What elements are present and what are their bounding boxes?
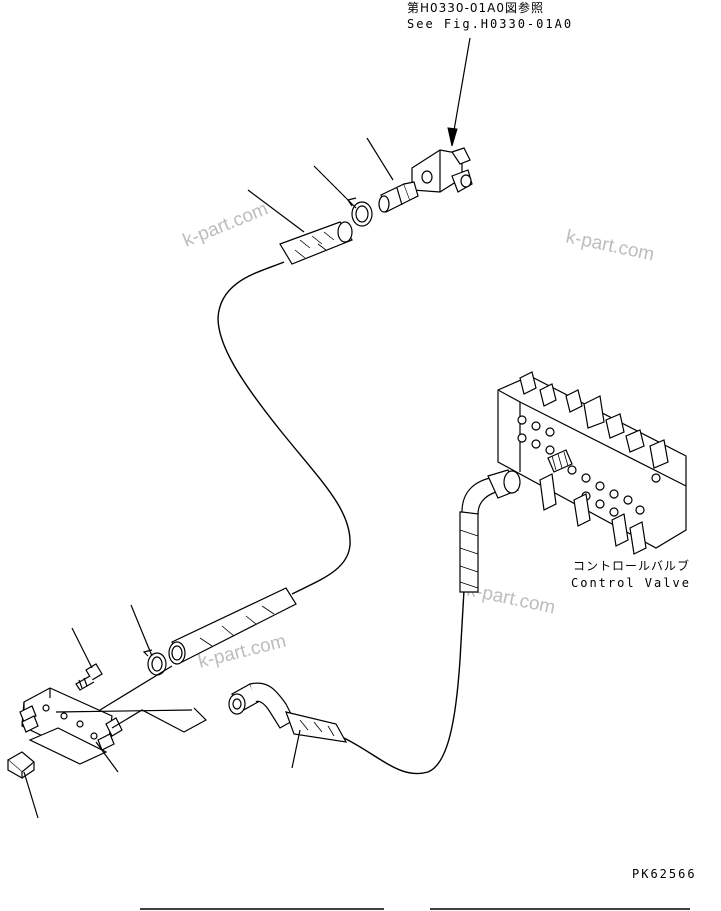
reference-label-jp: 第H0330-01A0図参照 bbox=[407, 0, 544, 15]
lower-hose-link bbox=[99, 665, 173, 711]
mounting-bolt bbox=[75, 663, 103, 691]
reference-arrow bbox=[447, 37, 471, 147]
lower-elbow-hose bbox=[228, 682, 348, 743]
manifold-block bbox=[19, 687, 123, 757]
tube-link bbox=[111, 707, 207, 733]
leader-top-hose bbox=[247, 189, 305, 233]
leader-top-nipple bbox=[366, 137, 394, 181]
leader-lower-hose bbox=[291, 729, 301, 769]
watermark-3: k-part.com bbox=[465, 579, 557, 618]
lower-hose-segment bbox=[168, 587, 297, 665]
watermark-2: k-part.com bbox=[564, 226, 656, 265]
mounting-plate bbox=[28, 727, 108, 765]
leader-plate bbox=[95, 741, 119, 773]
control-valve-label-jp: コントロールバルブ bbox=[573, 558, 690, 573]
top-hose-segment bbox=[279, 221, 353, 265]
leader-top-clamp bbox=[313, 165, 357, 209]
reference-label-en: See Fig.H0330-01A0 bbox=[407, 17, 573, 31]
plug bbox=[6, 751, 35, 780]
control-valve-label-en: Control Valve bbox=[571, 576, 691, 590]
leader-plug bbox=[23, 771, 39, 819]
watermark-1: k-part.com bbox=[180, 199, 271, 252]
control-valve bbox=[497, 371, 687, 555]
top-hose-clamp bbox=[347, 197, 373, 227]
valve-hose-segment bbox=[459, 469, 521, 593]
figure-code: PK62566 bbox=[632, 867, 697, 881]
top-elbow-fitting bbox=[411, 147, 473, 193]
main-hose-line bbox=[217, 261, 351, 595]
leader-block-port bbox=[55, 709, 193, 713]
leader-bolt bbox=[71, 627, 93, 669]
top-nipple bbox=[378, 181, 419, 213]
valve-hose-line bbox=[343, 589, 465, 775]
leader-lower-clamp bbox=[130, 604, 153, 657]
